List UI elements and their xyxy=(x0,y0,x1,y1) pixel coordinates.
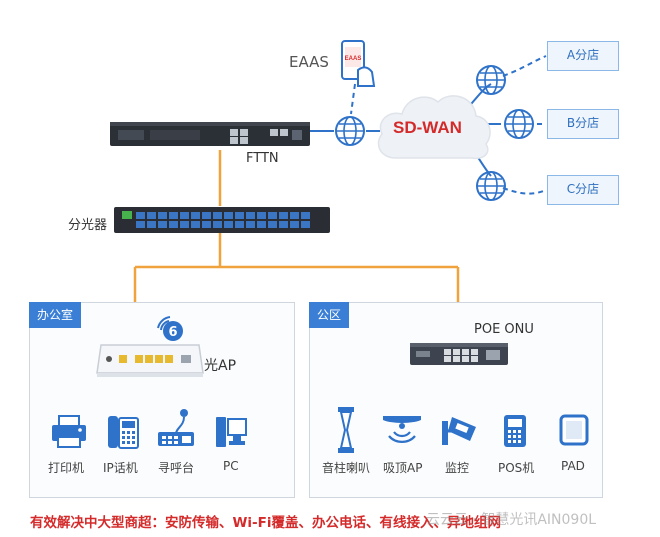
globe-icon xyxy=(476,171,506,201)
bottom-banner: 有效解决中大型商超：安防传输、Wi-Fi覆盖、办公电话、有线接入、异地组网 xyxy=(30,515,501,531)
phone-icon: EAAS xyxy=(341,40,376,87)
wifi6-icon: 6 xyxy=(157,316,183,341)
tablet-icon xyxy=(559,414,589,446)
column-speaker-icon xyxy=(338,407,354,453)
office-title: 办公室 xyxy=(29,302,82,328)
device-label-speaker: 音柱喇叭 xyxy=(322,461,371,475)
globe-icon xyxy=(476,65,506,95)
device-label-ceiling-ap: 吸顶AP xyxy=(383,461,423,475)
store-a: A分店 xyxy=(547,41,619,71)
ip-phone-icon xyxy=(108,416,139,449)
olt-device xyxy=(110,122,310,146)
poe-onu-device xyxy=(410,343,508,365)
office-zone xyxy=(29,302,295,498)
store-c: C分店 xyxy=(547,175,619,205)
device-label-pos: POS机 xyxy=(498,461,535,475)
camera-icon xyxy=(442,417,476,445)
cloud-icon xyxy=(377,95,491,160)
device-label-pc: PC xyxy=(223,459,239,473)
phone-screen-text: EAAS xyxy=(345,56,362,62)
ceiling-ap-icon xyxy=(383,416,421,443)
olt-label: FTTN xyxy=(246,151,279,166)
splitter-device xyxy=(114,207,330,233)
device-label-camera: 监控 xyxy=(445,461,470,475)
switch-label: POE ONU xyxy=(474,322,534,337)
park-zone xyxy=(309,302,603,498)
store-b: B分店 xyxy=(547,109,619,139)
pc-icon xyxy=(216,417,247,447)
paging-station-icon xyxy=(158,409,194,446)
dashed-links xyxy=(350,55,547,195)
globe-icon xyxy=(504,109,534,139)
ap-label: 光AP xyxy=(204,358,237,374)
device-label-paging: 寻呼台 xyxy=(158,461,195,475)
printer-icon xyxy=(52,415,86,448)
eaas-label: EAAS xyxy=(289,53,329,71)
cloud-label: SD-WAN xyxy=(393,118,462,137)
wifi6-badge-text: 6 xyxy=(168,325,177,340)
park-title: 公区 xyxy=(309,302,350,328)
watermark: 云云云 · 智慧光讯AIN090L xyxy=(426,512,597,528)
device-label-pad: PAD xyxy=(561,459,585,473)
pos-terminal-icon xyxy=(504,415,526,447)
device-label-ip-phone: IP话机 xyxy=(103,461,138,475)
splitter-label: 分光器 xyxy=(68,218,108,233)
globe-icon xyxy=(335,116,365,146)
optical-ap-device xyxy=(96,344,204,377)
device-label-printer: 打印机 xyxy=(48,461,85,475)
